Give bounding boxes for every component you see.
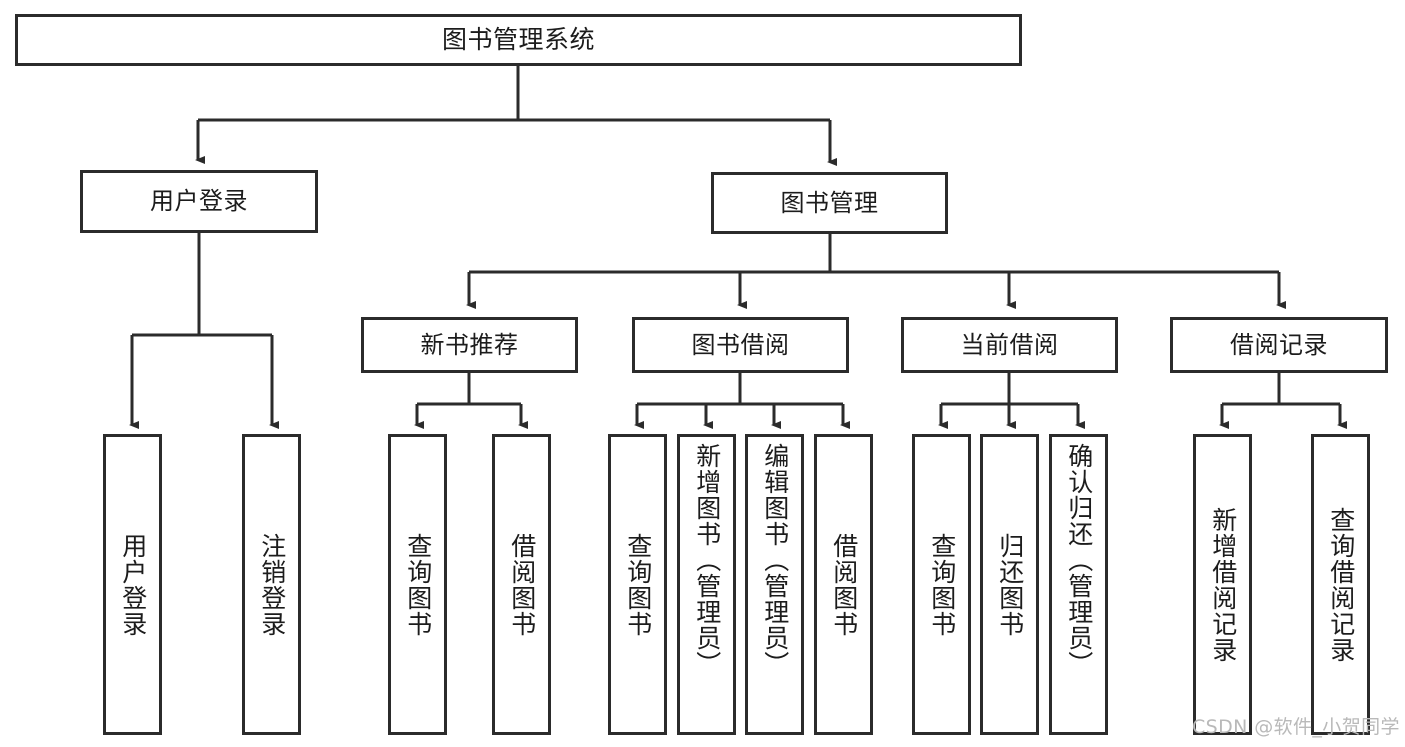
leaf-cb-query-book[interactable]: 查询图书 bbox=[912, 434, 971, 735]
leaf-br-add-record-label: 新增借阅记录 bbox=[1208, 506, 1238, 663]
node-book-borrow[interactable]: 图书借阅 bbox=[632, 317, 849, 373]
node-borrow-record-label: 借阅记录 bbox=[1230, 330, 1328, 359]
node-new-book-recommend[interactable]: 新书推荐 bbox=[361, 317, 578, 373]
leaf-bb-edit-book-admin-label: 编辑图书（管理员） bbox=[760, 443, 790, 677]
leaf-nb-query-book-label: 查询图书 bbox=[403, 532, 433, 637]
leaf-logout[interactable]: 注销登录 bbox=[242, 434, 301, 735]
leaf-bb-add-book-admin[interactable]: 新增图书（管理员） bbox=[677, 434, 736, 735]
leaf-bb-add-book-admin-label: 新增图书（管理员） bbox=[692, 443, 722, 677]
leaf-br-add-record[interactable]: 新增借阅记录 bbox=[1193, 434, 1252, 735]
node-user-login-label: 用户登录 bbox=[150, 187, 248, 216]
leaf-bb-query-book-label: 查询图书 bbox=[623, 532, 653, 637]
node-book-borrow-label: 图书借阅 bbox=[691, 330, 790, 359]
leaf-user-login-label: 用户登录 bbox=[118, 532, 148, 637]
leaf-bb-borrow-book-label: 借阅图书 bbox=[829, 532, 859, 637]
node-current-borrow[interactable]: 当前借阅 bbox=[901, 317, 1118, 373]
node-book-manage[interactable]: 图书管理 bbox=[711, 172, 948, 234]
csdn-watermark: CSDN @软件_小贺同学 bbox=[1192, 716, 1400, 738]
leaf-logout-label: 注销登录 bbox=[257, 532, 287, 637]
node-book-manage-label: 图书管理 bbox=[780, 188, 879, 217]
leaf-user-login[interactable]: 用户登录 bbox=[103, 434, 162, 735]
leaf-cb-confirm-return-admin[interactable]: 确认归还（管理员） bbox=[1049, 434, 1108, 735]
node-root-label: 图书管理系统 bbox=[441, 25, 595, 54]
leaf-cb-return-book[interactable]: 归还图书 bbox=[980, 434, 1039, 735]
leaf-cb-confirm-return-admin-label: 确认归还（管理员） bbox=[1064, 443, 1094, 677]
leaf-br-query-record-label: 查询借阅记录 bbox=[1326, 506, 1356, 663]
leaf-bb-edit-book-admin[interactable]: 编辑图书（管理员） bbox=[745, 434, 804, 735]
leaf-nb-borrow-book-label: 借阅图书 bbox=[507, 532, 537, 637]
node-user-login[interactable]: 用户登录 bbox=[80, 170, 318, 233]
node-borrow-record[interactable]: 借阅记录 bbox=[1170, 317, 1388, 373]
node-root-system[interactable]: 图书管理系统 bbox=[15, 14, 1022, 66]
node-new-book-recommend-label: 新书推荐 bbox=[420, 330, 519, 359]
leaf-nb-borrow-book[interactable]: 借阅图书 bbox=[492, 434, 551, 735]
leaf-nb-query-book[interactable]: 查询图书 bbox=[388, 434, 447, 735]
leaf-cb-return-book-label: 归还图书 bbox=[995, 532, 1025, 637]
leaf-bb-query-book[interactable]: 查询图书 bbox=[608, 434, 667, 735]
leaf-bb-borrow-book[interactable]: 借阅图书 bbox=[814, 434, 873, 735]
node-current-borrow-label: 当前借阅 bbox=[960, 330, 1059, 359]
leaf-cb-query-book-label: 查询图书 bbox=[927, 532, 957, 637]
leaf-br-query-record[interactable]: 查询借阅记录 bbox=[1311, 434, 1370, 735]
